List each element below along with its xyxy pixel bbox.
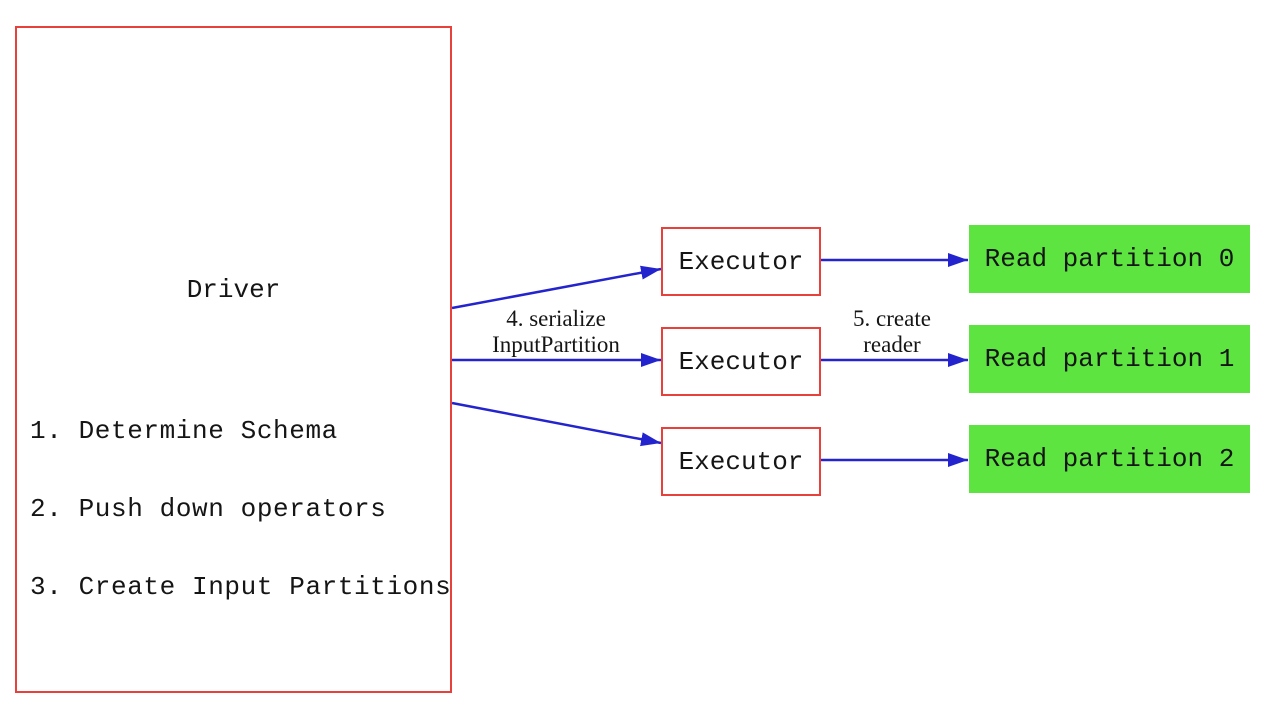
edge-label-create-reader: 5. create reader xyxy=(812,306,972,358)
edge-label-line: InputPartition xyxy=(492,332,620,357)
driver-node: Driver 1. Determine Schema 2. Push down … xyxy=(15,26,452,693)
executor-node-2: Executor xyxy=(661,427,821,496)
arrow-driver-to-executor-0 xyxy=(451,265,662,310)
executor-label: Executor xyxy=(678,246,804,277)
read-partition-label: Read partition 2 xyxy=(984,444,1235,474)
edge-label-line: reader xyxy=(863,332,921,357)
executor-node-1: Executor xyxy=(661,327,821,396)
driver-step: 2. Push down operators xyxy=(30,494,387,524)
edge-label-line: 4. serialize xyxy=(506,306,606,331)
driver-title: Driver xyxy=(186,275,281,305)
edge-label-line: 5. create xyxy=(853,306,931,331)
read-partition-node-0: Read partition 0 xyxy=(969,225,1250,293)
read-partition-node-1: Read partition 1 xyxy=(969,325,1250,393)
driver-step: 1. Determine Schema xyxy=(30,416,338,446)
read-partition-label: Read partition 1 xyxy=(984,344,1235,374)
edge-label-serialize-input-partition: 4. serialize InputPartition xyxy=(456,306,656,358)
arrow-driver-to-executor-2 xyxy=(451,401,662,447)
executor-node-0: Executor xyxy=(661,227,821,296)
read-partition-label: Read partition 0 xyxy=(984,244,1235,274)
read-partition-node-2: Read partition 2 xyxy=(969,425,1250,493)
driver-steps: 1. Determine Schema 2. Push down operato… xyxy=(30,366,451,652)
driver-step: 3. Create Input Partitions xyxy=(30,572,452,602)
executor-label: Executor xyxy=(678,446,804,477)
executor-label: Executor xyxy=(678,346,804,377)
